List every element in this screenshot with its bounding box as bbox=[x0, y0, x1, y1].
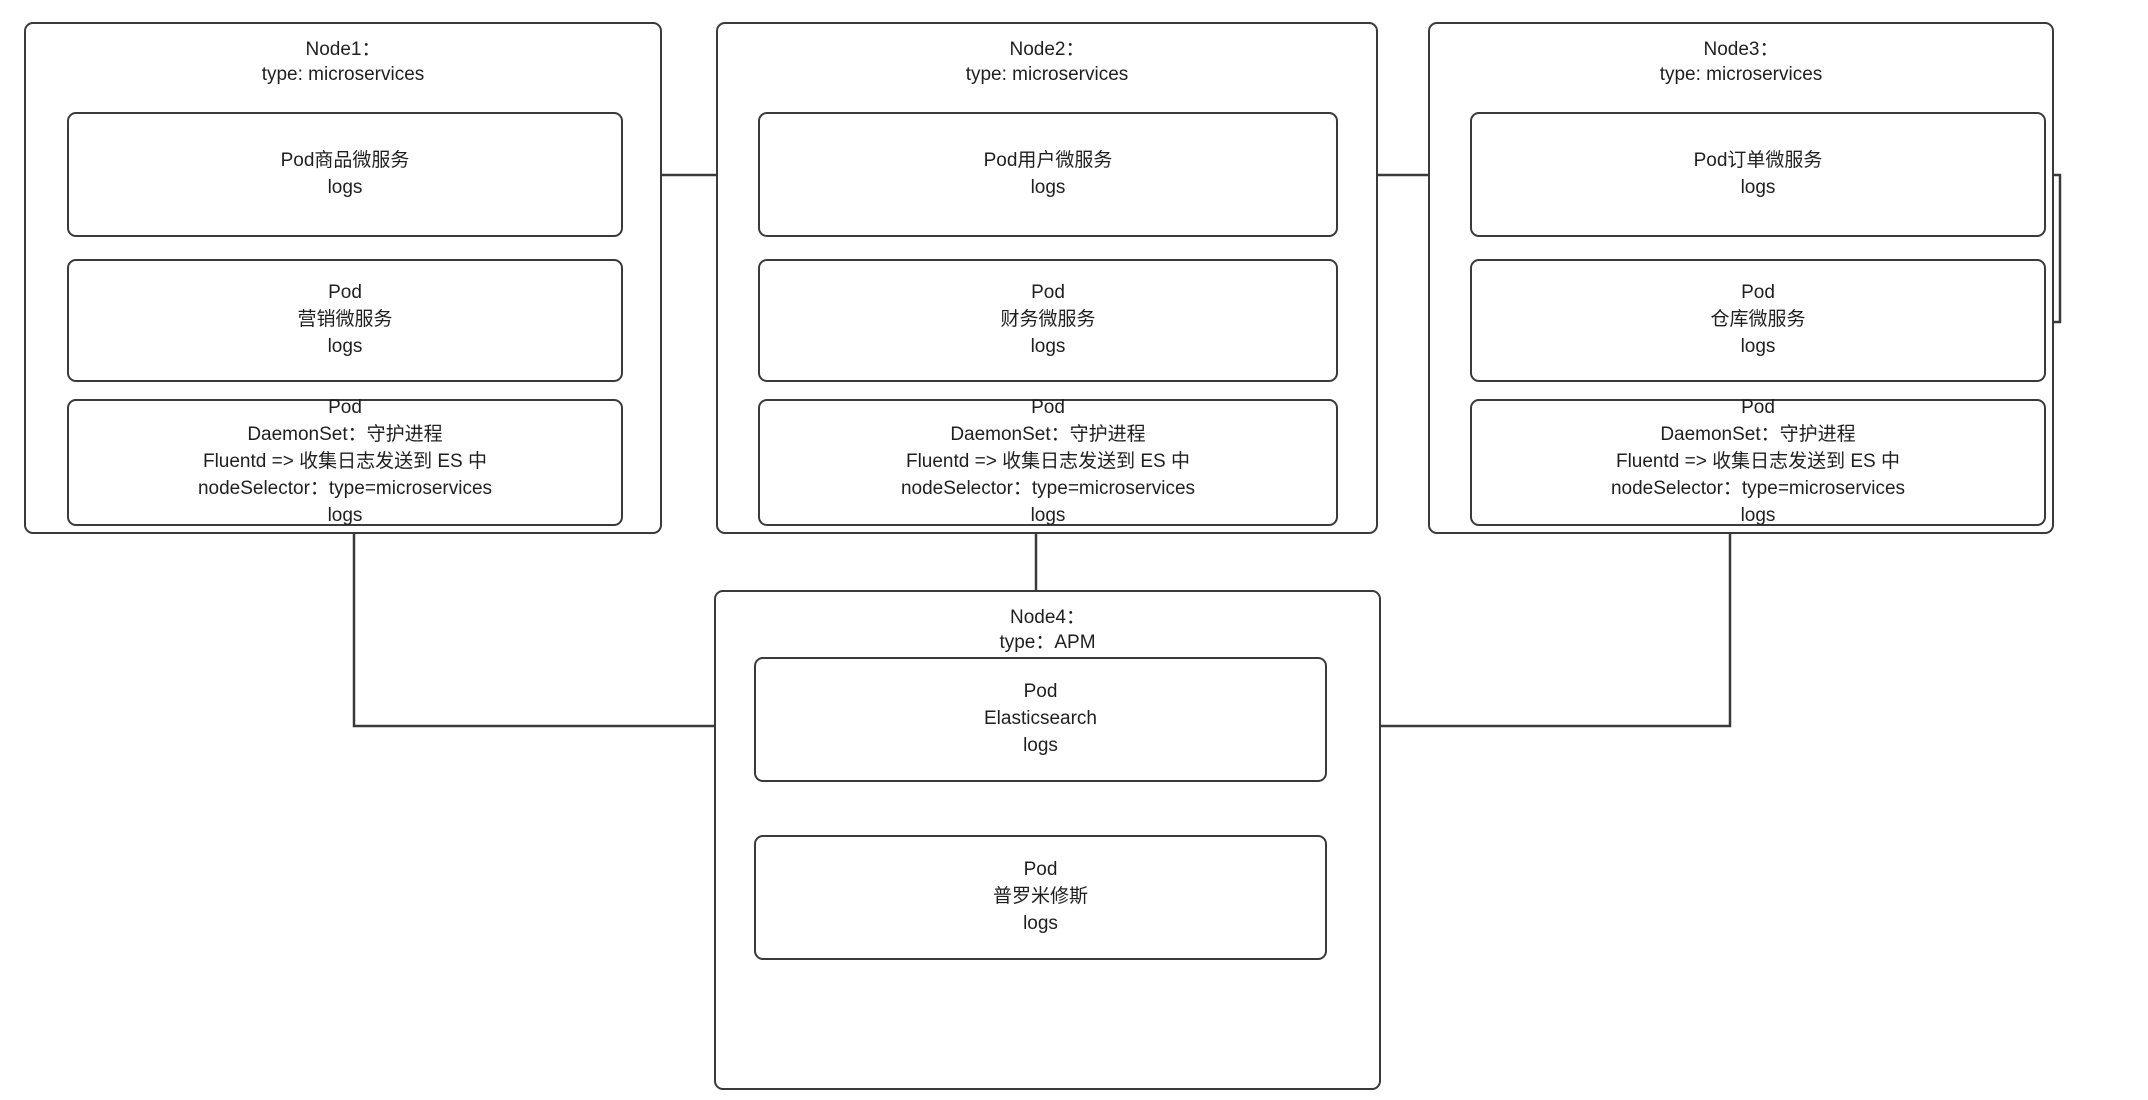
pod-box-node3-pod2[interactable]: Pod 仓库微服务 logs bbox=[1470, 259, 2046, 382]
pod-label-node3-pod2: Pod 仓库微服务 logs bbox=[1710, 282, 1806, 357]
pod-box-node2-pod1[interactable]: Pod用户微服务 logs bbox=[758, 112, 1338, 237]
pod-box-node3-pod3[interactable]: Pod DaemonSet：守护进程 Fluentd => 收集日志发送到 ES… bbox=[1470, 397, 2046, 526]
pod-box-node3-pod1[interactable]: Pod订单微服务 logs bbox=[1470, 112, 2046, 237]
pod-label-node4-pod1: Pod Elasticsearch logs bbox=[984, 681, 1097, 756]
pod-label-node1-pod3: Pod DaemonSet：守护进程 Fluentd => 收集日志发送到 ES… bbox=[197, 397, 493, 526]
pod-box-node1-pod3[interactable]: Pod DaemonSet：守护进程 Fluentd => 收集日志发送到 ES… bbox=[67, 397, 623, 526]
node-box-node4[interactable]: Node4： type：APM Pod Elasticsearch logs P… bbox=[714, 590, 1381, 1090]
connector-node1-daemonset-to-es bbox=[352, 524, 749, 731]
pod-label-node3-pod1: Pod订单微服务 logs bbox=[1693, 149, 1823, 198]
node-box-node3[interactable]: Node3： type: microservices Pod订单微服务 logs… bbox=[1428, 22, 2054, 534]
pod-box-node4-pod1[interactable]: Pod Elasticsearch logs bbox=[754, 657, 1327, 782]
node-box-node2[interactable]: Node2： type: microservices Pod用户微服务 logs… bbox=[716, 22, 1378, 534]
node-title-node1: Node1： type: microservices bbox=[261, 39, 425, 86]
pod-label-node2-pod1: Pod用户微服务 logs bbox=[983, 149, 1113, 198]
pod-label-node2-pod2: Pod 财务微服务 logs bbox=[1000, 282, 1096, 357]
pod-box-node4-pod2[interactable]: Pod 普罗米修斯 logs bbox=[754, 835, 1327, 960]
connector-node3-daemonset-to-es bbox=[1351, 524, 1732, 731]
pod-box-node2-pod3[interactable]: Pod DaemonSet：守护进程 Fluentd => 收集日志发送到 ES… bbox=[758, 397, 1338, 526]
pod-label-node4-pod2: Pod 普罗米修斯 logs bbox=[992, 859, 1088, 934]
pod-label-node2-pod3: Pod DaemonSet：守护进程 Fluentd => 收集日志发送到 ES… bbox=[900, 397, 1196, 526]
node-title-node4: Node4： type：APM bbox=[999, 607, 1096, 654]
pod-label-node3-pod3: Pod DaemonSet：守护进程 Fluentd => 收集日志发送到 ES… bbox=[1610, 397, 1906, 526]
pod-box-node2-pod2[interactable]: Pod 财务微服务 logs bbox=[758, 259, 1338, 382]
pod-label-node1-pod2: Pod 营销微服务 logs bbox=[297, 282, 393, 357]
pod-box-node1-pod2[interactable]: Pod 营销微服务 logs bbox=[67, 259, 623, 382]
node-title-node3: Node3： type: microservices bbox=[1659, 39, 1823, 86]
pod-label-node1-pod1: Pod商品微服务 logs bbox=[280, 149, 410, 198]
node-title-node2: Node2： type: microservices bbox=[965, 39, 1129, 86]
pod-box-node1-pod1[interactable]: Pod商品微服务 logs bbox=[67, 112, 623, 237]
node-box-node1[interactable]: Node1： type: microservices Pod商品微服务 logs… bbox=[24, 22, 662, 534]
